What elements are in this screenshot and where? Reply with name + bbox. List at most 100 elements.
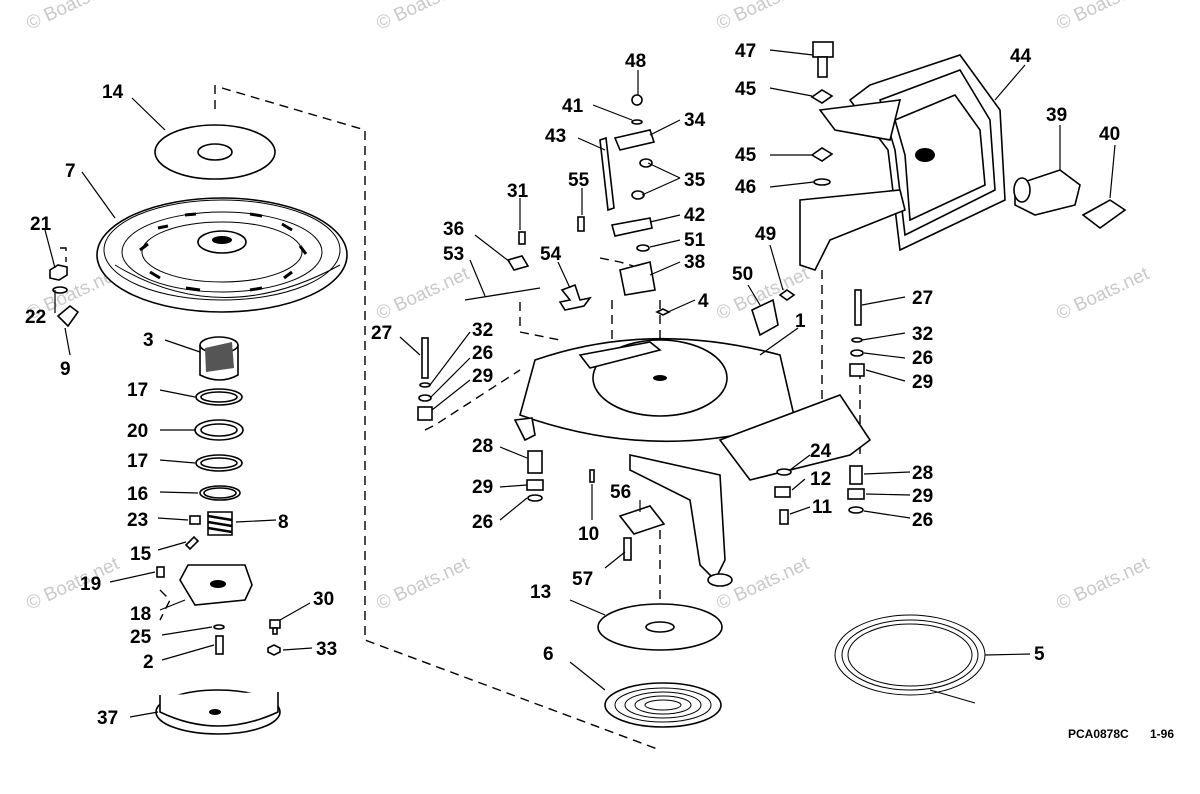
handle-39-insert-40 (1013, 169, 1127, 229)
part-labels: 14 7 21 22 9 3 17 20 17 16 23 8 15 19 18… (25, 41, 1174, 741)
diagram-date: 1-96 (1150, 727, 1174, 741)
label-part-31: 31 (507, 181, 529, 202)
label-part-28a: 28 (472, 436, 493, 457)
bushing-3 (199, 336, 239, 381)
spring-washer-13 (597, 603, 723, 651)
watermark: © Boats.net (373, 553, 473, 614)
diagram-code: PCA0878C (1068, 727, 1129, 741)
watermark: © Boats.net (713, 0, 813, 35)
label-part-29b: 29 (472, 477, 493, 498)
label-part-46: 46 (735, 177, 756, 198)
label-part-9: 9 (60, 359, 71, 380)
hardware-right (751, 41, 865, 525)
label-part-2: 2 (143, 652, 154, 673)
label-part-21: 21 (30, 214, 52, 235)
label-part-8: 8 (278, 512, 289, 533)
label-part-1: 1 (795, 311, 806, 332)
label-part-16: 16 (127, 484, 148, 505)
label-part-36: 36 (443, 219, 464, 240)
rings-17-20-16 (194, 388, 244, 501)
handle-bracket-44 (799, 54, 1006, 271)
label-part-56: 56 (610, 482, 631, 503)
label-part-42: 42 (684, 205, 705, 226)
label-part-29d: 29 (912, 486, 933, 507)
nut-21-washer-22-pin-9 (49, 264, 80, 328)
rewind-spring-6 (604, 682, 722, 728)
watermark: © Boats.net (373, 0, 473, 35)
label-part-26a: 26 (472, 343, 493, 364)
label-part-35: 35 (684, 170, 706, 191)
label-part-20: 20 (127, 421, 148, 442)
small-parts-middle (417, 94, 671, 561)
label-part-53: 53 (443, 244, 464, 265)
washer-25-screw-2 (213, 624, 225, 655)
watermark: © Boats.net (23, 553, 123, 614)
label-part-50: 50 (732, 264, 753, 285)
label-part-48: 48 (625, 51, 646, 72)
label-part-43: 43 (545, 126, 566, 147)
label-part-27a: 27 (371, 323, 392, 344)
label-part-45b: 45 (735, 145, 757, 166)
label-part-5: 5 (1034, 644, 1045, 665)
label-part-38: 38 (684, 252, 705, 273)
label-part-32b: 32 (912, 324, 933, 345)
rope-5 (834, 614, 986, 704)
leader-lines (44, 49, 1116, 718)
label-part-26d: 26 (912, 510, 933, 531)
label-part-39: 39 (1046, 105, 1067, 126)
label-part-11: 11 (812, 497, 833, 518)
label-part-32a: 32 (472, 320, 493, 341)
label-part-55: 55 (568, 170, 590, 191)
label-part-51: 51 (684, 230, 706, 251)
washer-14 (154, 124, 276, 180)
starter-housing-1 (513, 337, 872, 587)
label-part-26b: 26 (472, 512, 493, 533)
cup-37 (155, 689, 281, 735)
label-part-44: 44 (1010, 46, 1032, 67)
label-part-49: 49 (755, 224, 776, 245)
label-part-34: 34 (684, 110, 706, 131)
label-part-45a: 45 (735, 79, 757, 100)
label-part-6: 6 (543, 644, 554, 665)
label-part-17a: 17 (127, 380, 148, 401)
watermark: © Boats.net (373, 263, 473, 324)
plate-18 (179, 564, 253, 606)
label-part-54: 54 (540, 244, 562, 265)
label-part-28b: 28 (912, 463, 933, 484)
label-part-25: 25 (130, 627, 152, 648)
label-part-22: 22 (25, 307, 46, 328)
spring-8 (207, 511, 233, 536)
label-part-17b: 17 (127, 451, 148, 472)
label-part-37: 37 (97, 708, 118, 729)
label-part-26c: 26 (912, 348, 933, 369)
label-part-10: 10 (578, 524, 599, 545)
label-part-13: 13 (530, 582, 551, 603)
watermark: © Boats.net (23, 0, 123, 35)
label-part-33: 33 (316, 639, 337, 660)
label-part-3: 3 (143, 330, 154, 351)
label-part-47: 47 (735, 41, 756, 62)
label-part-15: 15 (130, 544, 152, 565)
label-part-7: 7 (65, 161, 76, 182)
label-part-23: 23 (127, 510, 148, 531)
label-part-57: 57 (572, 569, 593, 590)
screw-30-nut-33 (267, 619, 281, 656)
label-part-18: 18 (130, 604, 151, 625)
label-part-24: 24 (810, 441, 832, 462)
label-part-30: 30 (313, 589, 334, 610)
watermark: © Boats.net (1053, 0, 1153, 35)
label-part-27b: 27 (912, 288, 933, 309)
pawl-23-15-19 (156, 515, 201, 578)
flywheel-7 (96, 197, 348, 313)
label-part-4: 4 (698, 291, 709, 312)
label-part-40: 40 (1099, 124, 1120, 145)
label-part-12: 12 (810, 469, 831, 490)
label-part-29c: 29 (912, 372, 933, 393)
label-part-29a: 29 (472, 366, 493, 387)
label-part-41: 41 (562, 96, 584, 117)
watermark: © Boats.net (1053, 553, 1153, 614)
watermark: © Boats.net (1053, 263, 1153, 324)
label-part-14: 14 (102, 82, 124, 103)
label-part-19: 19 (80, 574, 101, 595)
